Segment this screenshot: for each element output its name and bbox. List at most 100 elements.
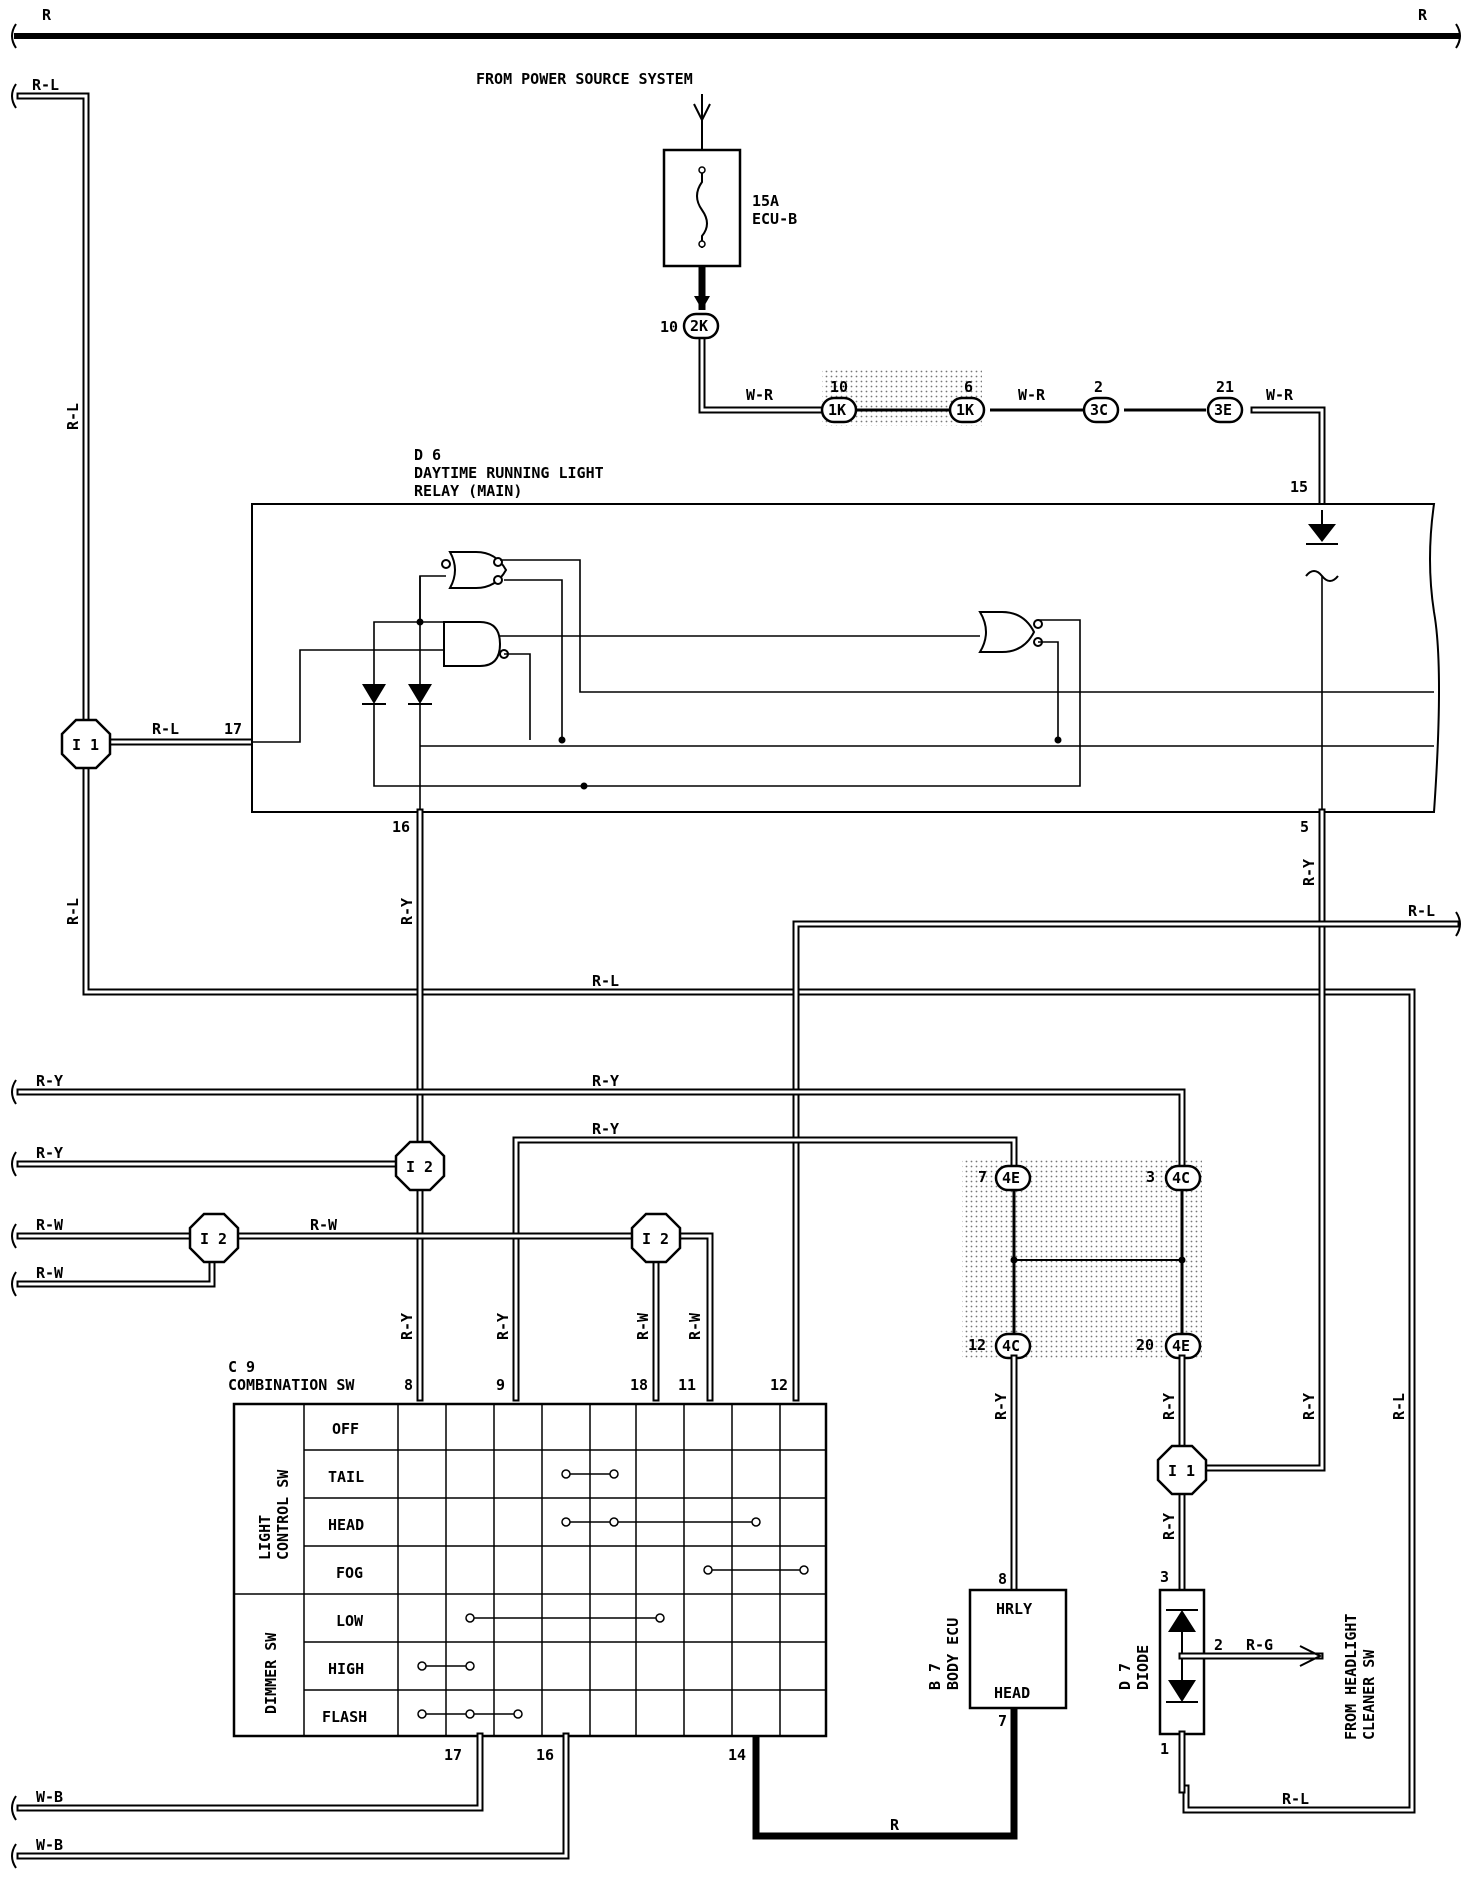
connector-1k-a: 10 1K [820, 378, 858, 424]
wire-label-rl-left-top: R-L [32, 76, 59, 94]
splice-i2-mid: I 2 [394, 1140, 446, 1192]
comb-sw-code: C 9 [228, 1358, 255, 1376]
connector-code: 4C [1002, 1337, 1020, 1355]
wire-label-rl-to-relay: R-L [152, 720, 179, 738]
connector-3c: 2 3C [1082, 378, 1120, 424]
comb-pin-8: 8 [404, 1376, 413, 1394]
wire-label-ry-v1: R-Y [398, 1313, 416, 1340]
group-dimmer: DIMMER SW [262, 1632, 280, 1714]
wire-label-r-bottom: R [890, 1816, 900, 1834]
splice-i2-right: I 2 [630, 1212, 682, 1264]
comb-pin-18: 18 [630, 1376, 648, 1394]
connector-pin: 21 [1216, 378, 1234, 396]
splice-i1-top: I 1 [60, 718, 112, 770]
ry-wire-relay5: R-Y R-Y [1192, 808, 1326, 1472]
connector-pin: 3 [1146, 1168, 1155, 1186]
rw-wires: R-W R-W R-W R-W R-W [11, 1216, 714, 1402]
splice-label: I 2 [200, 1230, 227, 1248]
splice-label: I 2 [642, 1230, 669, 1248]
wr-wire: W-R W-R W-R [694, 266, 1326, 516]
row-flash: FLASH [322, 1708, 367, 1726]
wire-label-ry-relay5: R-Y [1300, 859, 1318, 886]
wire-label-ry-top: R-Y [592, 1072, 619, 1090]
comb-pin-12: 12 [770, 1376, 788, 1394]
wire-label-ry-d7: R-Y [1160, 1393, 1178, 1420]
connector-pin: 6 [964, 378, 973, 396]
wire-label-rl-bottom: R-L [1282, 1790, 1309, 1808]
ry-left1-wire: R-Y R-Y [11, 1072, 1186, 1172]
group-light-control-line2: CONTROL SW [274, 1469, 292, 1560]
connector-block-4e4c: 7 4E 3 4C 12 4C 20 4E [968, 1164, 1202, 1360]
ecu-label-hrly: HRLY [996, 1600, 1032, 1618]
rl-right-edge-wire: R-L [792, 902, 1461, 1402]
relay-d6: D 6 DAYTIME RUNNING LIGHT RELAY (MAIN) 1… [224, 446, 1440, 836]
connector-2k: 10 2K [660, 312, 720, 340]
rl-to-relay-wire: R-L [82, 720, 256, 746]
wire-label-rw-v2: R-W [686, 1312, 704, 1340]
connector-code: 2K [690, 317, 708, 335]
connector-code: 3C [1090, 401, 1108, 419]
diode-code: D 7 [1116, 1663, 1134, 1690]
connector-pin: 10 [830, 378, 848, 396]
comb-pin-9: 9 [496, 1376, 505, 1394]
headlight-cleaner-line2: CLEANER SW [1360, 1649, 1378, 1740]
fuse-rating: 15A [752, 192, 779, 210]
bus-label-right: R [1418, 6, 1428, 24]
wire-label-rl-vert-lower: R-L [64, 898, 82, 925]
relay-name-line2: RELAY (MAIN) [414, 482, 522, 500]
wire-label-rw-left2: R-W [36, 1264, 64, 1282]
wire-label-rw-v1: R-W [634, 1312, 652, 1340]
row-high: HIGH [328, 1660, 364, 1678]
power-source-label: FROM POWER SOURCE SYSTEM [476, 70, 693, 88]
ecu-name: BODY ECU [944, 1618, 962, 1690]
group-light-control-line1: LIGHT [256, 1515, 274, 1560]
wire-label-rg: R-G [1246, 1636, 1273, 1654]
diode-name: DIODE [1134, 1645, 1152, 1690]
r-heavy-wire: R [752, 1708, 1018, 1840]
connector-code: 4E [1172, 1337, 1190, 1355]
diode-d7: 3 2 1 D 7 DIODE [1116, 1568, 1223, 1758]
wire-label-wb-2: W-B [36, 1836, 63, 1854]
wire-label-ry-ecu: R-Y [992, 1393, 1010, 1420]
diode-pin-2: 2 [1214, 1636, 1223, 1654]
wire-label-wr-1: W-R [746, 386, 774, 404]
splice-i2-left: I 2 [188, 1212, 240, 1264]
row-low: LOW [336, 1612, 364, 1630]
ecu-code: B 7 [926, 1663, 944, 1690]
connector-code: 3E [1214, 401, 1232, 419]
wire-label-rl-horizontal: R-L [592, 972, 619, 990]
relay-pin-15: 15 [1290, 478, 1308, 496]
wire-label-rw-left1: R-W [36, 1216, 64, 1234]
connector-pin: 10 [660, 318, 678, 336]
splice-label: I 1 [72, 736, 99, 754]
connector-code: 4C [1172, 1169, 1190, 1187]
connector-pin: 7 [978, 1168, 987, 1186]
connector-pin: 12 [968, 1336, 986, 1354]
wire-label-rl-right-vert: R-L [1390, 1393, 1408, 1420]
comb-sw-name: COMBINATION SW [228, 1376, 355, 1394]
fuse-15a: 15A ECU-B [662, 148, 797, 268]
comb-pin-11: 11 [678, 1376, 696, 1394]
fuse-name: ECU-B [752, 210, 797, 228]
ecu-pin-8: 8 [998, 1570, 1007, 1588]
wire-label-ry-left1: R-Y [36, 1072, 63, 1090]
ry-wire-relay16: R-Y R-Y [398, 808, 424, 1402]
wire-label-rl-vert-upper: R-L [64, 403, 82, 430]
connector-3e: 21 3E [1206, 378, 1244, 424]
row-tail: TAIL [328, 1468, 364, 1486]
connector-code: 1K [828, 401, 846, 419]
comb-pin-14: 14 [728, 1746, 746, 1764]
rg-wire: R-G FROM HEADLIGHT CLEANER SW [1178, 1614, 1378, 1740]
ecu-label-head: HEAD [994, 1684, 1030, 1702]
bus-label-left: R [42, 6, 52, 24]
connector-pin: 20 [1136, 1336, 1154, 1354]
body-ecu-b7: 8 7 HRLY HEAD B 7 BODY ECU [926, 1570, 1068, 1730]
wire-label-wr-2: W-R [1018, 386, 1046, 404]
rl-trunk-wire: R-L R-L R-L R-L R-L R-L [11, 76, 1416, 1814]
ecu-pin-7: 7 [998, 1712, 1007, 1730]
wire-label-ry-right: R-Y [1300, 1393, 1318, 1420]
wire-label-ry-v2: R-Y [494, 1313, 512, 1340]
row-head: HEAD [328, 1516, 364, 1534]
connector-pin: 2 [1094, 378, 1103, 396]
